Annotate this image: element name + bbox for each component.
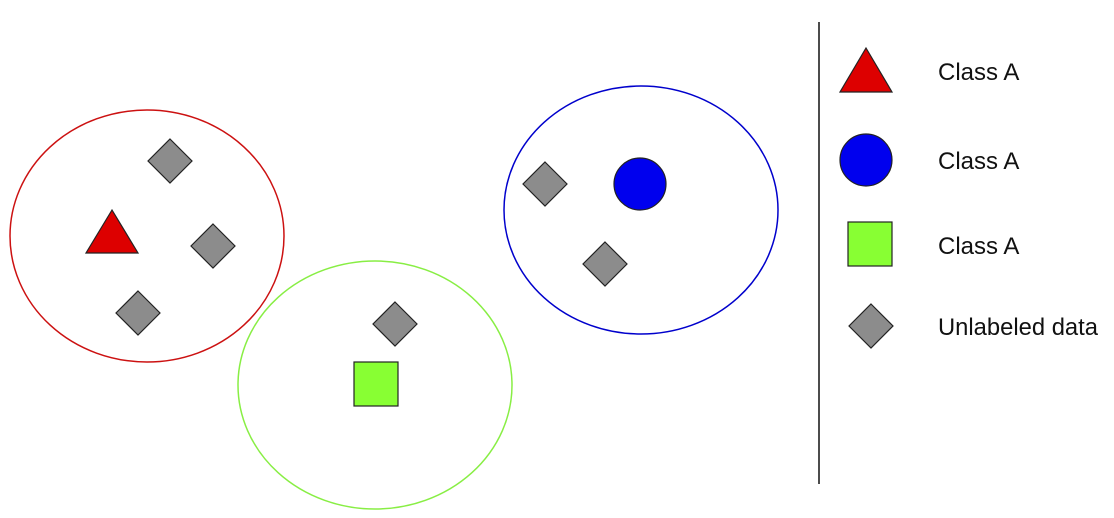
legend-label: Class A: [938, 148, 1019, 175]
class-a-triangle-point: [84, 208, 140, 254]
blue-cluster: [503, 85, 779, 335]
legend: Class A Class A Class A Unlabeled data: [838, 46, 1099, 349]
legend-label: Unlabeled data: [938, 314, 1099, 341]
legend-item-diamond: Unlabeled data: [848, 303, 1099, 349]
circle-icon: [839, 133, 893, 187]
unlabeled-diamond-point: [522, 161, 568, 207]
class-a-square-point: [353, 361, 399, 407]
legend-item-square: Class A: [847, 221, 1019, 267]
unlabeled-diamond-point: [147, 138, 193, 184]
unlabeled-diamond-point: [115, 290, 161, 336]
legend-item-circle: Class A: [839, 133, 1019, 187]
unlabeled-diamond-point: [372, 301, 418, 347]
class-a-circle-point: [613, 157, 667, 211]
triangle-icon: [838, 46, 894, 93]
square-icon: [847, 221, 893, 267]
green-cluster: [237, 260, 513, 510]
legend-label: Class A: [938, 59, 1019, 86]
red-cluster: [9, 109, 285, 363]
legend-label: Class A: [938, 233, 1019, 260]
legend-item-triangle: Class A: [838, 46, 1019, 93]
unlabeled-diamond-point: [582, 241, 628, 287]
diamond-icon: [848, 303, 894, 349]
unlabeled-diamond-point: [190, 223, 236, 269]
